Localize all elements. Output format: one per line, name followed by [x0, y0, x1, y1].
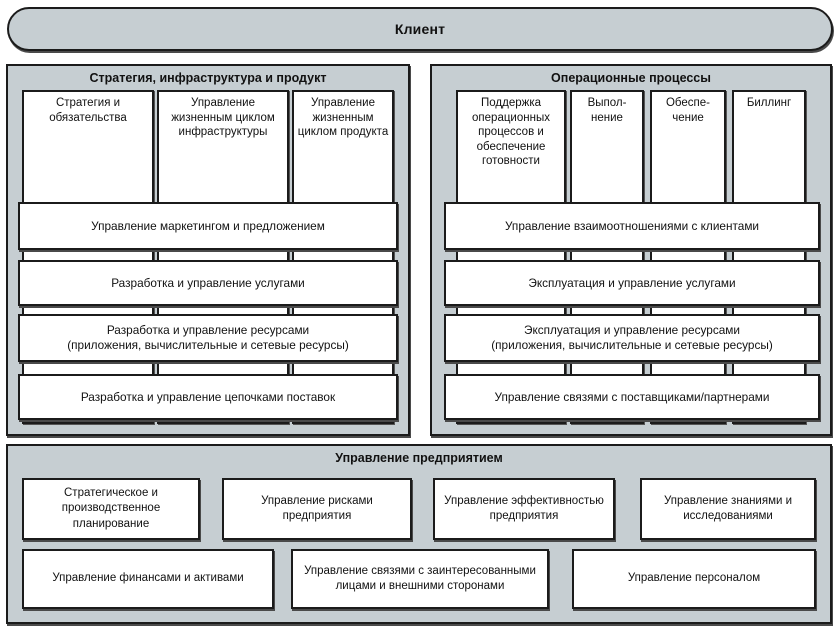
row-strategy-1[interactable]: Разработка и управление услугами — [18, 260, 398, 306]
column-operations-1[interactable]: Выпол- нение — [570, 90, 644, 424]
row-strategy-2-line2: (приложения, вычислительные и сетевые ре… — [67, 338, 349, 352]
row-strategy-0-line1: Управление маркетингом и предложением — [91, 218, 325, 233]
row-strategy-2[interactable]: Разработка и управление ресурсами (прило… — [18, 314, 398, 362]
row-operations-2-line1: Эксплуатация и управление ресурсами — [523, 323, 741, 337]
row-operations-1-line1: Эксплуатация и управление услугами — [528, 275, 736, 290]
enterprise-box-4[interactable]: Управление финансами и активами — [22, 549, 274, 609]
enterprise-box-3[interactable]: Управление знаниями и исследованиями — [640, 478, 816, 540]
row-operations-1[interactable]: Эксплуатация и управление услугами — [444, 260, 820, 306]
enterprise-box-5[interactable]: Управление связями с заинтересованными л… — [291, 549, 549, 609]
client-header-label: Клиент — [394, 21, 446, 37]
row-operations-3-line1: Управление связями с поставщиками/партне… — [494, 389, 770, 404]
enterprise-box-1-label: Управление рисками предприятия — [261, 494, 373, 523]
column-operations-1-label: Выпол- нение — [587, 97, 627, 124]
panel-operations-title: Операционные процессы — [551, 71, 711, 85]
column-strategy-0[interactable]: Стратегия и обязательства — [22, 90, 154, 424]
column-operations-2-label: Обеспе- чение — [665, 97, 710, 124]
panel-strategy-title: Стратегия, инфраструктура и продукт — [89, 71, 327, 85]
column-strategy-2[interactable]: Управление жизненным циклом продукта — [292, 90, 394, 424]
enterprise-box-6-label: Управление персоналом — [627, 572, 761, 585]
column-strategy-1[interactable]: Управление жизненным циклом инфраструкту… — [157, 90, 289, 424]
enterprise-box-0-label: Стратегическое и производственное планир… — [61, 486, 161, 530]
row-operations-0-line1: Управление взаимоотношениями с клиентами — [504, 218, 760, 233]
enterprise-box-1[interactable]: Управление рисками предприятия — [222, 478, 412, 540]
enterprise-box-2-label: Управление эффективностью предприятия — [444, 494, 604, 523]
enterprise-box-3-label: Управление знаниями и исследованиями — [663, 494, 793, 523]
column-strategy-1-label: Управление жизненным циклом инфраструкту… — [171, 97, 275, 138]
column-operations-3[interactable]: Биллинг — [732, 90, 806, 424]
enterprise-box-0[interactable]: Стратегическое и производственное планир… — [22, 478, 200, 540]
enterprise-box-2[interactable]: Управление эффективностью предприятия — [433, 478, 615, 540]
row-strategy-0[interactable]: Управление маркетингом и предложением — [18, 202, 398, 250]
row-strategy-3-line1: Разработка и управление цепочками постав… — [80, 389, 336, 404]
column-strategy-2-label: Управление жизненным циклом продукта — [297, 97, 389, 138]
panel-enterprise-title: Управление предприятием — [335, 451, 503, 465]
column-operations-0-label: Поддержка операционных процессов и обесп… — [472, 97, 550, 167]
enterprise-box-4-label: Управление финансами и активами — [52, 572, 244, 585]
row-strategy-3[interactable]: Разработка и управление цепочками постав… — [18, 374, 398, 420]
row-operations-3[interactable]: Управление связями с поставщиками/партне… — [444, 374, 820, 420]
client-header-bar: Клиент — [7, 7, 833, 51]
enterprise-box-6[interactable]: Управление персоналом — [572, 549, 816, 609]
column-operations-0[interactable]: Поддержка операционных процессов и обесп… — [456, 90, 566, 424]
enterprise-box-5-label: Управление связями с заинтересованными л… — [304, 564, 536, 593]
row-strategy-2-line1: Разработка и управление ресурсами — [106, 323, 310, 337]
column-operations-3-label: Биллинг — [746, 97, 792, 109]
row-operations-2[interactable]: Эксплуатация и управление ресурсами (при… — [444, 314, 820, 362]
row-operations-0[interactable]: Управление взаимоотношениями с клиентами — [444, 202, 820, 250]
column-strategy-0-label: Стратегия и обязательства — [49, 97, 127, 124]
row-strategy-1-line1: Разработка и управление услугами — [111, 275, 305, 290]
column-operations-2[interactable]: Обеспе- чение — [650, 90, 726, 424]
row-operations-2-line2: (приложения, вычислительные и сетевые ре… — [491, 338, 773, 352]
